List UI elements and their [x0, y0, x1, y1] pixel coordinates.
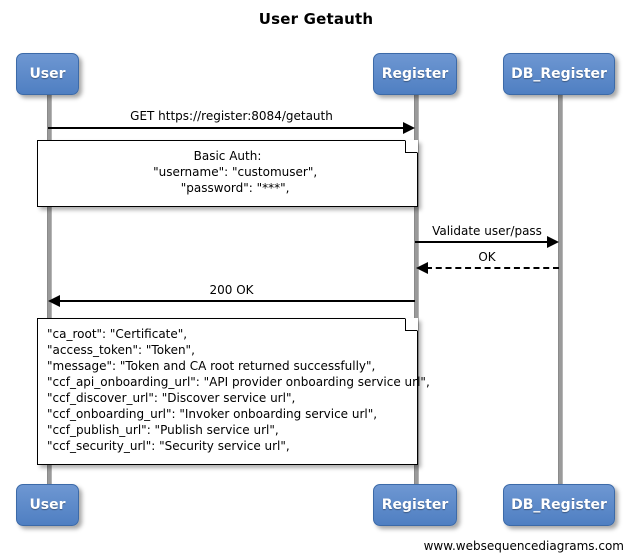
note-basic-auth: Basic Auth: "username": "customuser", "p…	[37, 139, 418, 207]
message-arrowhead-get-getauth	[403, 122, 415, 134]
note-basic-auth-text: Basic Auth: "username": "customuser", "p…	[153, 149, 318, 195]
message-label-ok: OK	[478, 250, 496, 264]
actor-register-top[interactable]: Register	[373, 53, 457, 95]
message-line-200-ok	[59, 300, 415, 302]
message-line-validate-user-pass	[415, 241, 549, 243]
lifeline-register	[414, 95, 419, 488]
actor-register-bottom[interactable]: Register	[373, 484, 457, 526]
actor-user-top[interactable]: User	[16, 53, 79, 95]
actor-db-register-bottom[interactable]: DB_Register	[503, 484, 615, 526]
message-arrowhead-200-ok	[48, 295, 60, 307]
actor-user-bottom[interactable]: User	[16, 484, 79, 526]
message-label-200-ok: 200 OK	[209, 283, 254, 297]
message-line-get-getauth	[48, 127, 405, 129]
footer-watermark: www.websequencediagrams.com	[423, 539, 624, 553]
lifeline-user	[47, 95, 52, 488]
note-fold-icon-response-payload	[404, 317, 418, 331]
actor-db-register-bottom-label: DB_Register	[511, 497, 607, 513]
note-response-payload-text: "ca_root": "Certificate", "access_token"…	[47, 327, 430, 453]
actor-db-register-top[interactable]: DB_Register	[503, 53, 615, 95]
actor-user-bottom-label: User	[29, 497, 66, 513]
actor-user-top-label: User	[29, 66, 66, 82]
actor-db-register-top-label: DB_Register	[511, 66, 607, 82]
message-arrowhead-validate-user-pass	[547, 236, 559, 248]
page-title: User Getauth	[258, 10, 374, 28]
message-label-validate-user-pass: Validate user/pass	[432, 224, 542, 238]
message-arrowhead-ok	[416, 262, 428, 274]
message-label-get-getauth: GET https://register:8084/getauth	[130, 109, 333, 123]
actor-register-top-label: Register	[381, 66, 449, 82]
note-response-payload: "ca_root": "Certificate", "access_token"…	[37, 317, 430, 465]
message-line-ok	[426, 267, 559, 269]
note-fold-icon-basic-auth	[404, 139, 418, 153]
lifeline-db-register	[558, 95, 563, 488]
actor-register-bottom-label: Register	[381, 497, 449, 513]
